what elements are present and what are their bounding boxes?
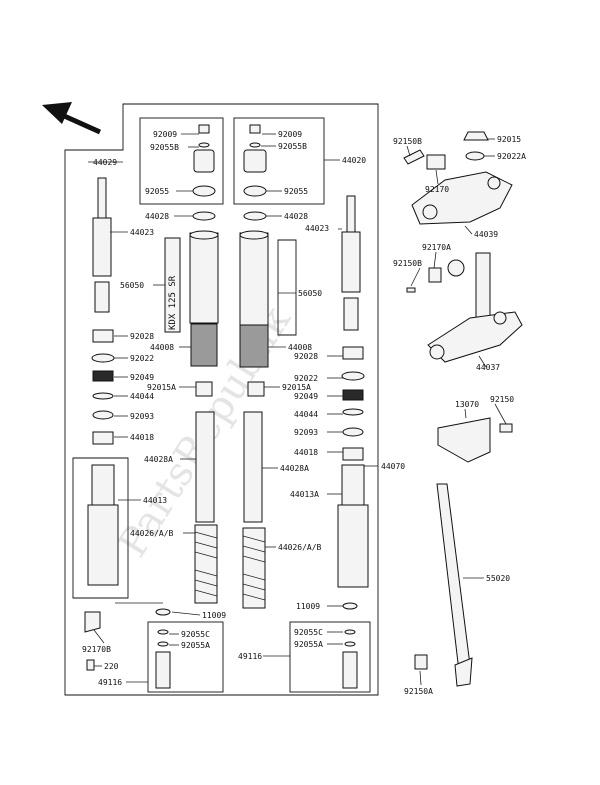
label-44013a: 44013A: [290, 490, 319, 499]
label-92022-right: 92022: [294, 374, 318, 383]
label-56050-right: 56050: [298, 289, 322, 298]
left-inner-tube: [189, 211, 219, 523]
label-92055-left: 92055: [145, 187, 169, 196]
left-outer-tube-box: [72, 457, 129, 599]
left-washers: [91, 329, 115, 445]
front-arrow-icon: [42, 102, 102, 135]
label-44023-right: 44023: [305, 224, 329, 233]
right-cap-parts: [243, 124, 267, 197]
label-44026-left: 44026/A/B: [130, 529, 174, 538]
leader-lines: [88, 133, 507, 686]
right-damper-box: [289, 621, 371, 693]
label-92170b: 92170B: [82, 645, 111, 654]
right-bottom-washer: [342, 602, 358, 610]
label-92093-right: 92093: [294, 428, 318, 437]
right-cap-group-box: [233, 117, 325, 205]
label-13070: 13070: [455, 400, 479, 409]
label-92150b-top: 92150B: [393, 137, 422, 146]
svg-text:KDX 125 SR: KDX 125 SR: [168, 275, 178, 330]
label-49116-right: 49116: [238, 652, 262, 661]
label-44008-right: 44008: [288, 343, 312, 352]
left-bottom-washer: [155, 608, 171, 616]
left-bracket: [84, 611, 101, 633]
right-spring: [242, 527, 266, 609]
right-damper-rod: [341, 195, 361, 331]
label-92022a: 92022A: [497, 152, 526, 161]
label-92049-right: 92049: [294, 392, 318, 401]
left-cap-group-box: [139, 117, 224, 205]
label-92150b-mid: 92150B: [393, 259, 422, 268]
fork-guard: [414, 483, 473, 687]
label-92055b-right: 92055B: [278, 142, 307, 151]
label-92170: 92170: [425, 185, 449, 194]
label-44028-left: 44028: [145, 212, 169, 221]
label-92150: 92150: [490, 395, 514, 404]
label-92055c-right: 92055C: [294, 628, 323, 637]
label-92009-left: 92009: [153, 130, 177, 139]
left-outer-tube: [87, 464, 119, 586]
label-44026-right: 44026/A/B: [278, 543, 322, 552]
label-92055a-right: 92055A: [294, 640, 323, 649]
label-44028a-right: 44028A: [280, 464, 309, 473]
label-92093-left: 92093: [130, 412, 154, 421]
right-bottom-valve: [342, 629, 358, 689]
left-bolt: [86, 659, 95, 671]
label-92015: 92015: [497, 135, 521, 144]
label-44020: 44020: [342, 156, 366, 165]
label-92009-right: 92009: [278, 130, 302, 139]
upper-bracket-parts: [403, 131, 513, 225]
left-spring: [194, 524, 218, 604]
label-56050-left: 56050: [120, 281, 144, 290]
label-92055-right: 92055: [284, 187, 308, 196]
label-44039: 44039: [474, 230, 498, 239]
label-44013: 44013: [143, 496, 167, 505]
label-220: 220: [104, 662, 119, 671]
label-44070: 44070: [381, 462, 405, 471]
label-44028-right: 44028: [284, 212, 308, 221]
left-bottom-valve: [155, 629, 171, 689]
label-92055c-left: 92055C: [181, 630, 210, 639]
label-44037: 44037: [476, 363, 500, 372]
label-92028-left: 92028: [130, 332, 154, 341]
stem-and-lower-bracket: [406, 252, 523, 363]
label-44008-left: 44008: [150, 343, 174, 352]
label-92150a: 92150A: [404, 687, 433, 696]
label-11009-left: 11009: [202, 611, 226, 620]
label-92015a-right: 92015A: [282, 383, 311, 392]
label-11009-right: 11009: [296, 602, 320, 611]
part-labels: 92009 92055B 92055 44029 44028 44023 560…: [82, 130, 526, 696]
left-damper-rod: [92, 177, 112, 313]
label-44044-left: 44044: [130, 392, 154, 401]
right-washers: [341, 346, 365, 461]
label-44023-left: 44023: [130, 228, 154, 237]
label-44044-right: 44044: [294, 410, 318, 419]
fork-guard-clamp: [437, 417, 513, 463]
fork-assembly-outline: [64, 103, 379, 696]
right-inner-tube: [239, 211, 269, 523]
label-92170a: 92170A: [422, 243, 451, 252]
label-92028-right: 92028: [294, 352, 318, 361]
right-decal: [277, 239, 297, 336]
left-cap-parts: [192, 124, 216, 197]
label-55020: 55020: [486, 574, 510, 583]
right-outer-tube: [337, 464, 369, 588]
label-44018-left: 44018: [130, 433, 154, 442]
label-92055a-left: 92055A: [181, 641, 210, 650]
label-44028a-left: 44028A: [144, 455, 173, 464]
label-92015a-left: 92015A: [147, 383, 176, 392]
left-damper-box: [147, 621, 224, 693]
label-92055b-left: 92055B: [150, 143, 179, 152]
label-92049-left: 92049: [130, 373, 154, 382]
label-44029: 44029: [93, 158, 117, 167]
label-92022-left: 92022: [130, 354, 154, 363]
label-44018-right: 44018: [294, 448, 318, 457]
left-decal: KDX 125 SR: [164, 237, 181, 333]
label-49116-left: 49116: [98, 678, 122, 687]
